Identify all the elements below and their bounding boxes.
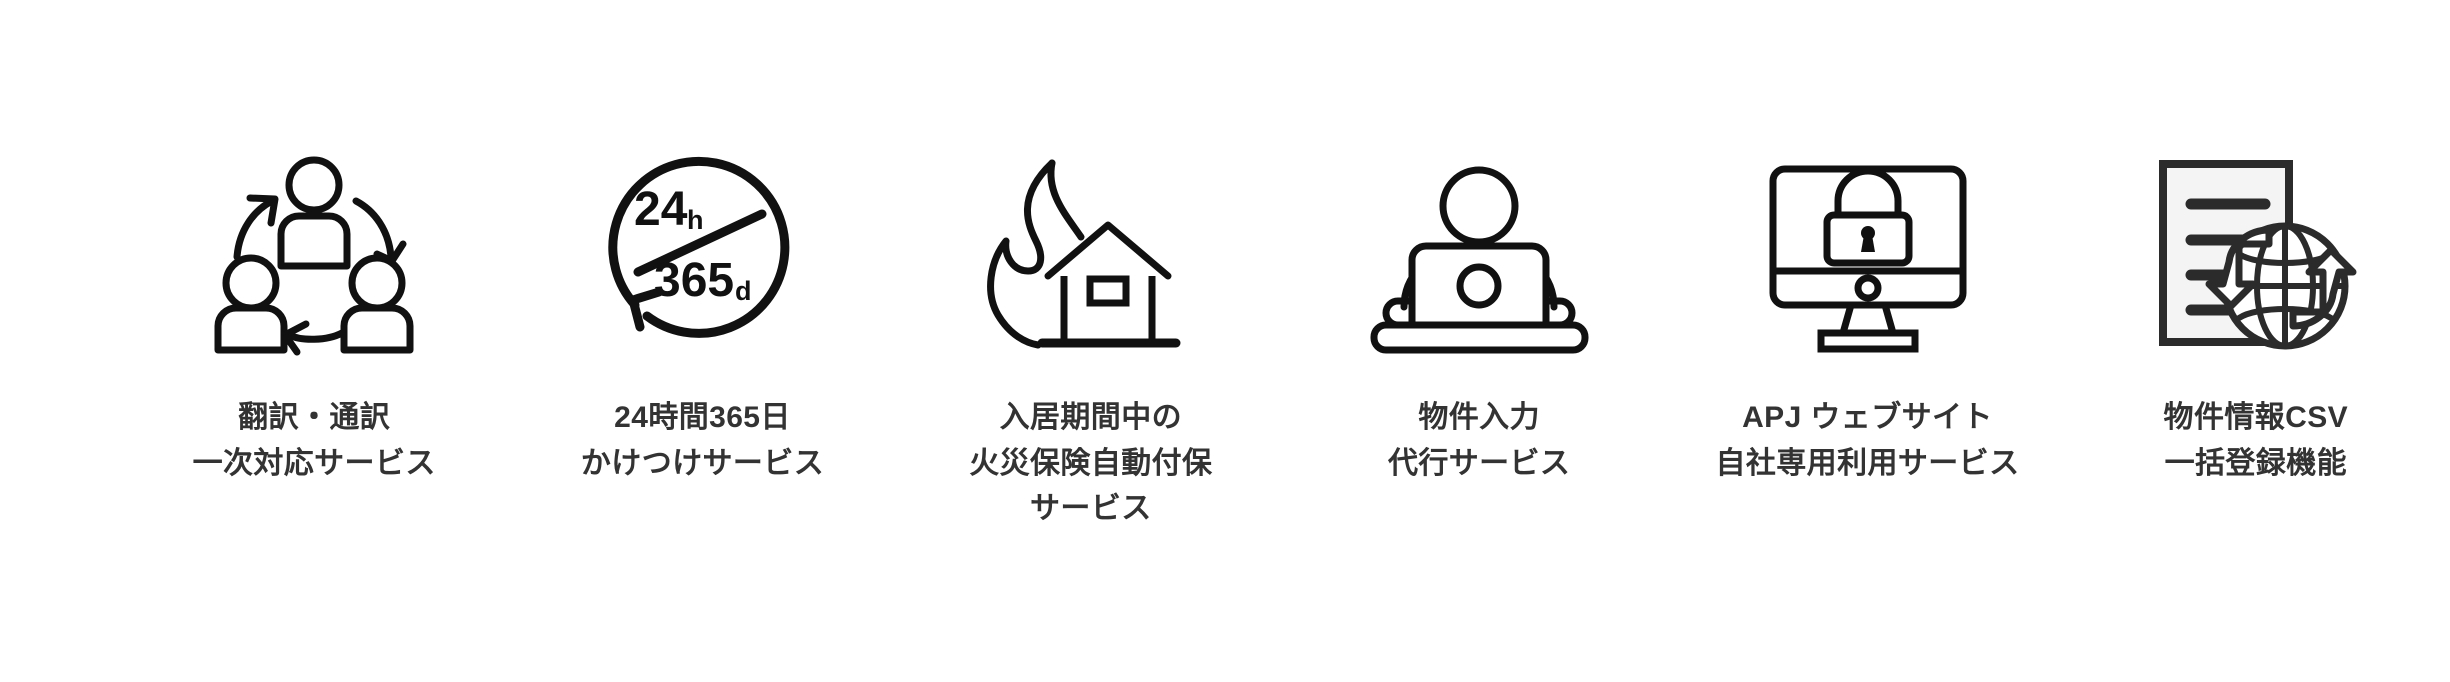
feature-label: 24時間365日 かけつけサービス: [581, 395, 824, 486]
feature-label-line: APJ ウェブサイト: [1742, 401, 1993, 434]
feature-label-line: サービス: [1030, 492, 1152, 526]
24h-365d-cycle-icon: 24 h 365 d: [587, 138, 817, 353]
feature-label-line: 翻訳・通訳: [238, 401, 391, 434]
feature-label-line: 物件情報CSV: [2163, 401, 2349, 434]
document-globe-sync-icon: [2141, 138, 2371, 353]
feature-label-line: 入居期間中の: [999, 401, 1183, 434]
feature-label-line: 自社専用利用サービス: [1715, 446, 2020, 480]
feature-label: 翻訳・通訳 一次対応サービス: [193, 395, 436, 486]
icon-text-days-unit: d: [735, 276, 752, 306]
feature-item-translation: 翻訳・通訳 一次対応サービス: [120, 0, 508, 486]
icon-text-hours: 24: [634, 183, 688, 236]
icon-text-days: 365: [654, 254, 734, 307]
feature-label-line: かけつけサービス: [580, 446, 825, 480]
feature-item-24h365d: 24 h 365 d 24時間365日 かけつけサービス: [508, 0, 896, 486]
feature-label-line: 物件入力: [1418, 401, 1540, 434]
fire-house-icon: [976, 138, 1206, 353]
icon-text-hours-unit: h: [687, 205, 704, 235]
feature-label-line: 24時間365日: [614, 401, 791, 434]
monitor-lock-icon: [1752, 138, 1982, 353]
feature-label: APJ ウェブサイト 自社専用利用サービス: [1715, 395, 2019, 486]
feature-label-line: 一括登録機能: [2164, 446, 2347, 480]
feature-item-fire-insurance: 入居期間中の 火災保険自動付保 サービス: [897, 0, 1285, 532]
three-people-cycle-icon: [199, 138, 429, 356]
feature-label-line: 代行サービス: [1387, 446, 1571, 480]
feature-label: 物件入力 代行サービス: [1388, 395, 1570, 486]
person-laptop-icon: [1364, 138, 1594, 354]
feature-label: 入居期間中の 火災保険自動付保 サービス: [969, 395, 1212, 532]
feature-label: 物件情報CSV 一括登録機能: [2164, 395, 2349, 486]
feature-item-property-entry: 物件入力 代行サービス: [1285, 0, 1673, 486]
feature-item-apj-website: APJ ウェブサイト 自社専用利用サービス: [1673, 0, 2061, 486]
feature-label-line: 一次対応サービス: [192, 446, 436, 480]
feature-label-line: 火災保険自動付保: [969, 446, 1213, 480]
feature-item-csv-upload: 物件情報CSV 一括登録機能: [2062, 0, 2450, 486]
